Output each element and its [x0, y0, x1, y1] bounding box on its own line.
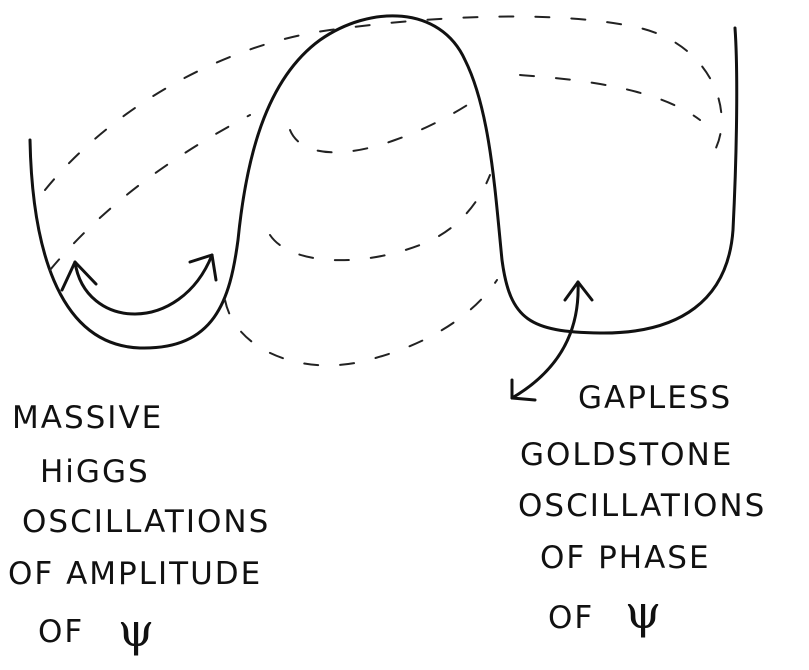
goldstone-psi-symbol: ψ — [625, 585, 661, 639]
higgs-label-line-5: OF — [38, 614, 84, 650]
inner-ellipse-front — [290, 100, 475, 152]
goldstone-label-line-5: OF — [548, 600, 594, 636]
higgs-label-line-3: OSCILLATIONS — [22, 504, 270, 540]
goldstone-label: GAPLESS GOLDSTONE OSCILLATIONS OF PHASE … — [518, 380, 766, 639]
goldstone-label-line-1: GAPLESS — [578, 380, 732, 416]
bottom-ellipse — [225, 280, 497, 365]
higgs-label: MASSIVE HiGGS OSCILLATIONS OF AMPLITUDE … — [8, 400, 270, 657]
rim-ellipse-outer — [45, 16, 722, 190]
goldstone-label-line-2: GOLDSTONE — [520, 437, 733, 473]
higgs-label-line-1: MASSIVE — [12, 400, 163, 436]
goldstone-label-line-3: OSCILLATIONS — [518, 488, 766, 524]
amplitude-arrowhead-right — [190, 255, 216, 280]
rim-ellipse-back — [520, 75, 700, 120]
higgs-label-line-2: HiGGS — [40, 454, 150, 490]
inner-ellipse-upper — [50, 115, 250, 270]
higgs-label-line-4: OF AMPLITUDE — [8, 556, 262, 592]
higgs-psi-symbol: ψ — [118, 603, 154, 657]
phase-arrow — [512, 282, 578, 398]
inner-ellipse-lower — [270, 175, 490, 260]
goldstone-label-line-4: OF PHASE — [540, 540, 711, 576]
potential-curve — [30, 16, 737, 348]
